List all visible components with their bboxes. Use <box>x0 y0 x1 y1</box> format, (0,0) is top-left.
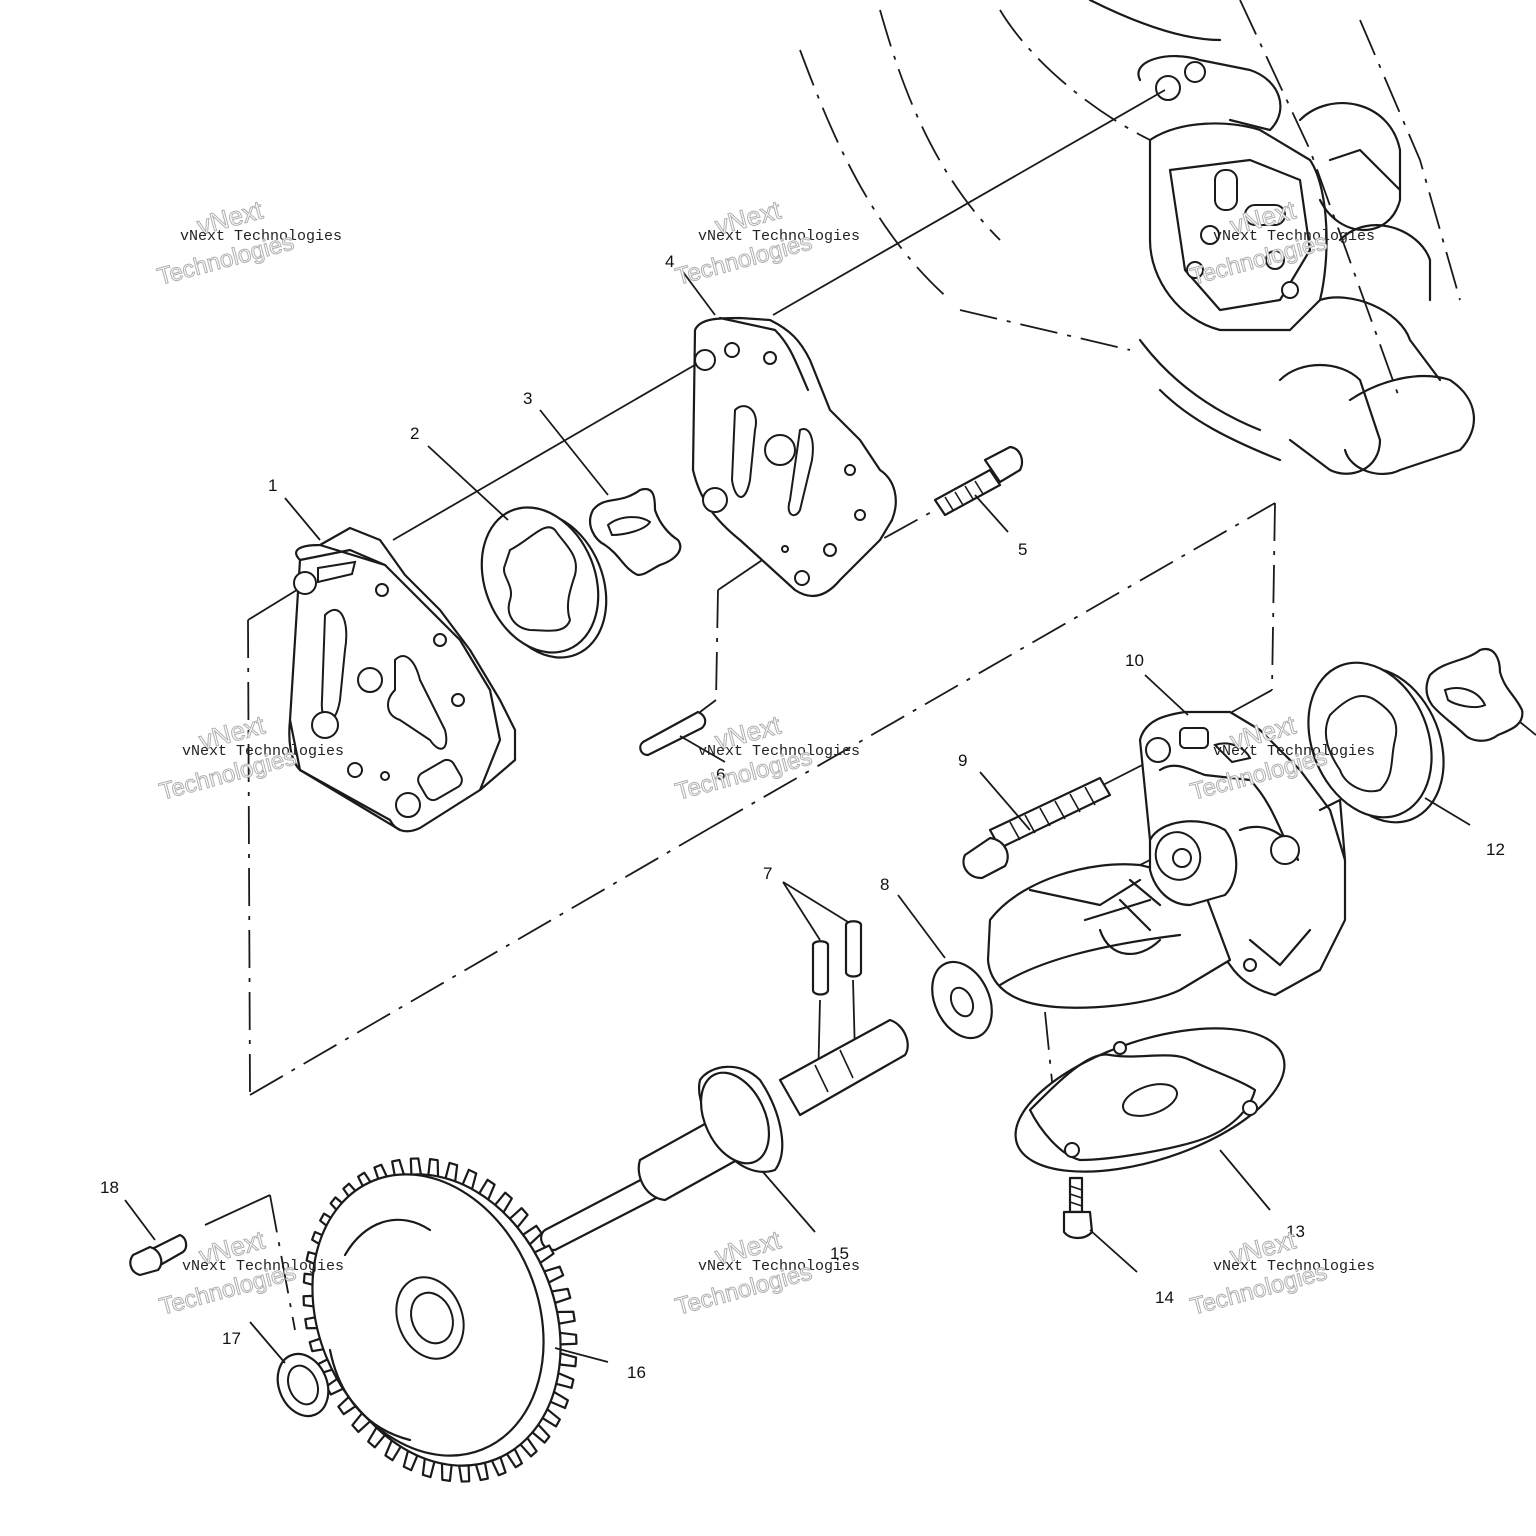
watermark: vNext vNext Technologies Technologies <box>1187 194 1375 291</box>
watermark: vNext vNext Technologies Technologies <box>1187 1224 1375 1321</box>
watermark: vNext vNext Technologies Technologies <box>672 1224 860 1321</box>
part-13-cover-plate <box>1014 1027 1286 1173</box>
part-6-dowel-pin <box>639 710 707 757</box>
gear-tooth <box>440 1462 453 1482</box>
callout-17: 17 <box>222 1329 241 1348</box>
watermark-line-a: vNext Technologies <box>180 228 342 245</box>
alignment-lines <box>204 89 1276 1331</box>
part-2-outer-rotor <box>480 506 608 659</box>
callout-3: 3 <box>523 389 532 408</box>
callout-labels: 1 2 3 4 5 6 7 8 9 10 12 13 14 15 16 17 1… <box>100 252 1505 1382</box>
part-8-washer <box>931 960 993 1040</box>
callout-18: 18 <box>100 1178 119 1197</box>
callout-13: 13 <box>1286 1222 1305 1241</box>
watermark-line-a: vNext Technologies <box>698 1258 860 1275</box>
part-3-inner-rotor <box>588 487 682 577</box>
gear-tooth <box>458 1464 471 1483</box>
watermark-line-a: vNext Technologies <box>182 1258 344 1275</box>
callout-4: 4 <box>665 252 674 271</box>
callout-5: 5 <box>1018 540 1027 559</box>
crankcase-housing <box>799 0 1475 475</box>
part-18-bolt <box>129 1233 188 1277</box>
watermark-line-a: vNext Technologies <box>182 743 344 760</box>
callout-7: 7 <box>763 864 772 883</box>
part-15-drive-shaft <box>540 1018 909 1252</box>
part-10-lower-pump-body <box>1138 710 1347 997</box>
callout-16: 16 <box>627 1363 646 1382</box>
part-4-pump-cover <box>691 316 897 598</box>
gear-tooth <box>409 1157 422 1176</box>
part-9-long-bolt <box>962 776 1112 880</box>
watermark-line-a: vNext Technologies <box>698 228 860 245</box>
callout-6: 6 <box>716 765 725 784</box>
gear-tooth <box>558 1352 578 1368</box>
callout-15: 15 <box>830 1244 849 1263</box>
watermark: vNext vNext Technologies Technologies <box>672 194 860 291</box>
gear-tooth <box>427 1158 440 1178</box>
callout-10: 10 <box>1125 651 1144 670</box>
callout-9: 9 <box>958 751 967 770</box>
right-inner-rotor <box>1425 647 1524 742</box>
leader-lines <box>124 271 1536 1364</box>
part-14-small-screw <box>1062 1176 1094 1240</box>
callout-12: 12 <box>1486 840 1505 859</box>
part-12-outer-rotor <box>1307 661 1445 824</box>
part-5-screw <box>933 445 1024 517</box>
watermark-line-a: vNext Technologies <box>1213 228 1375 245</box>
watermark-line-a: vNext Technologies <box>1213 743 1375 760</box>
watermark-line-b: vNext <box>1227 194 1300 240</box>
watermark-line-a: vNext Technologies <box>698 743 860 760</box>
callout-1: 1 <box>268 476 277 495</box>
gear-tooth <box>558 1331 578 1346</box>
callout-2: 2 <box>410 424 419 443</box>
watermark-line-a: vNext Technologies <box>1213 1258 1375 1275</box>
callout-14: 14 <box>1155 1288 1174 1307</box>
callout-8: 8 <box>880 875 889 894</box>
part-16-drive-gear <box>302 1157 578 1483</box>
watermark: vNext vNext Technologies Technologies <box>154 194 342 291</box>
part-7-pins <box>811 920 863 996</box>
part-1-pump-body <box>288 526 517 833</box>
part-17-washer <box>276 1352 330 1418</box>
oil-strainer-bowl <box>986 820 1238 1009</box>
